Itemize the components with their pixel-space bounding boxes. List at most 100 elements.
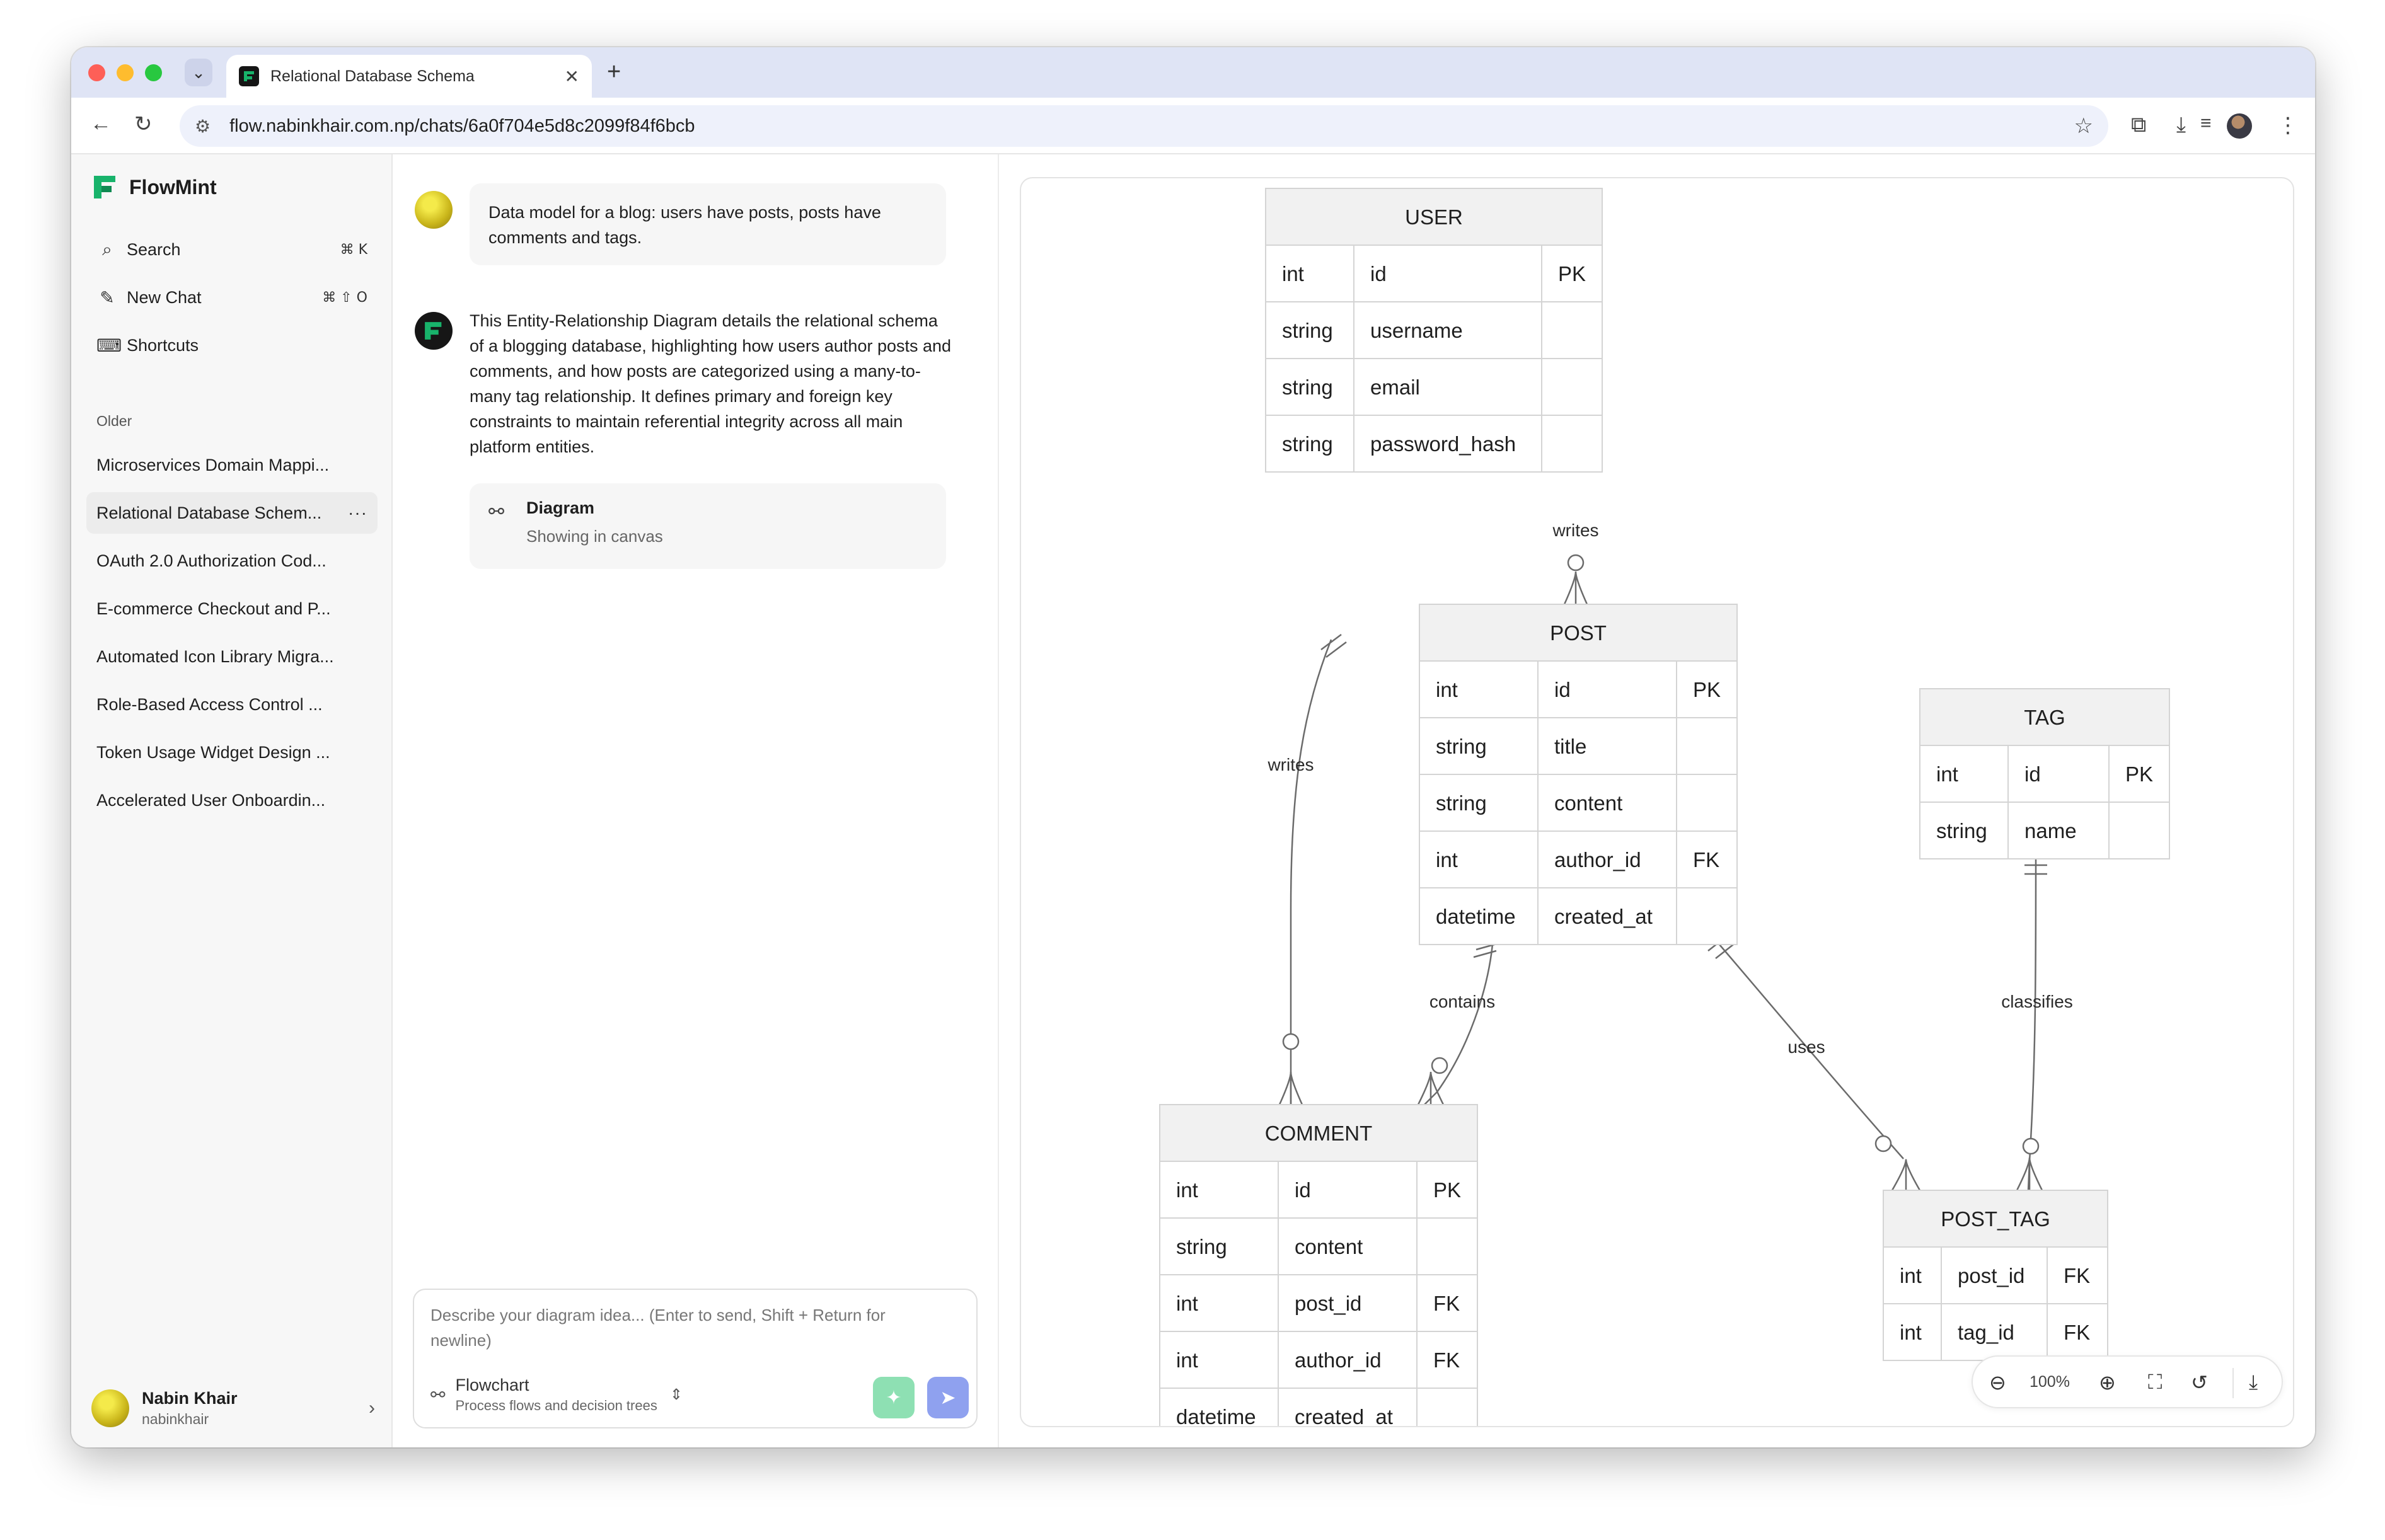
er-diagram: writeswritescontainsusesclassifiesUSERin… (1159, 188, 2170, 1427)
crow-foot (1278, 1071, 1303, 1105)
attribute-type: string (1436, 791, 1487, 815)
diagram-icon: ⚯ (488, 502, 505, 522)
bookmark-star-icon[interactable]: ☆ (2074, 114, 2093, 138)
relationship-label: writes (1552, 520, 1598, 540)
history-item[interactable]: Automated Icon Library Migra... (86, 636, 378, 677)
relationship-line (2027, 858, 2037, 1191)
chevron-down-icon: ⌄ (192, 62, 205, 82)
tab-strip: ⌄ Relational Database Schema ✕ + (71, 47, 2315, 98)
artifact-title: Diagram (526, 498, 595, 517)
attribute-type: int (1176, 1348, 1198, 1372)
relationship-label: writes (1267, 755, 1314, 774)
attribute-name: content (1554, 791, 1622, 815)
entity-header (1159, 1104, 1478, 1162)
tab-search-button[interactable]: ⌄ (185, 59, 212, 86)
profile-avatar[interactable] (2227, 113, 2252, 139)
history-item[interactable]: OAuth 2.0 Authorization Cod... (86, 540, 378, 582)
cardinality-circle (1431, 1057, 1448, 1074)
send-button[interactable]: ➤ (927, 1377, 969, 1418)
diagram-artifact-card[interactable]: ⚯ Diagram Showing in canvas (470, 483, 946, 569)
new-tab-button[interactable]: + (607, 59, 621, 85)
attribute-type: int (1176, 1178, 1198, 1202)
chat-panel: Data model for a blog: users have posts,… (394, 154, 999, 1447)
fit-view-icon[interactable]: ⛶ (2148, 1370, 2163, 1393)
more-options-icon[interactable]: ··· (348, 503, 367, 522)
attribute-name: id (1554, 678, 1571, 701)
entity-header (1419, 604, 1738, 662)
back-arrow-icon[interactable]: ← (90, 112, 112, 135)
diagram-type-selector[interactable]: ⚯ Flowchart Process flows and decision t… (430, 1376, 683, 1414)
history-item-label: Accelerated User Onboardin... (96, 790, 326, 810)
history-item[interactable]: Accelerated User Onboardin... (86, 779, 378, 821)
attribute-type: int (1436, 848, 1458, 871)
user-handle: nabinkhair (142, 1411, 209, 1427)
media-controls-icon[interactable]: ≡ (2200, 113, 2212, 134)
attribute-key: FK (1433, 1348, 1460, 1372)
zoom-in-icon[interactable]: ⊕ (2099, 1371, 2116, 1394)
sidebar-item-new-chat[interactable]: ✎ New Chat ⌘ ⇧ O (86, 278, 378, 317)
attribute-name: content (1295, 1235, 1363, 1258)
cardinality-tick (1715, 944, 1734, 959)
attribute-name: username (1370, 319, 1463, 342)
history-item-active[interactable]: Relational Database Schem... ··· (86, 492, 378, 534)
history-item[interactable]: Microservices Domain Mappi... (86, 444, 378, 486)
message-composer: Describe your diagram idea... (Enter to … (413, 1289, 978, 1428)
relationship-line (1719, 944, 1904, 1159)
history-item[interactable]: Token Usage Widget Design ... (86, 732, 378, 773)
sparkle-icon: ✦ (886, 1387, 902, 1408)
user-profile-button[interactable]: Nabin Khair nabinkhair › (91, 1383, 375, 1434)
reset-icon[interactable]: ↺ (2191, 1371, 2208, 1394)
relationship-label: contains (1429, 992, 1495, 1011)
history-item[interactable]: Role-Based Access Control ... (86, 684, 378, 725)
enhance-prompt-button[interactable]: ✦ (873, 1377, 915, 1418)
attribute-key: FK (1693, 848, 1719, 871)
prompt-input[interactable]: Describe your diagram idea... (Enter to … (430, 1306, 886, 1350)
download-icon[interactable]: ⤓ (2176, 113, 2186, 137)
history-item-label: OAuth 2.0 Authorization Cod... (96, 551, 326, 570)
sidebar-item-search[interactable]: ⌕ Search ⌘ K (86, 230, 378, 269)
close-window-button[interactable] (88, 64, 105, 81)
zoom-out-icon[interactable]: ⊖ (1989, 1371, 2006, 1394)
kebab-menu-icon[interactable]: ⋮ (2277, 113, 2299, 137)
address-bar[interactable]: ⚙ flow.nabinkhair.com.np/chats/6a0f704e5… (180, 105, 2108, 147)
url-text: flow.nabinkhair.com.np/chats/6a0f704e5d8… (229, 115, 695, 136)
brand-name: FlowMint (129, 175, 217, 198)
site-settings-icon[interactable]: ⚙ (195, 116, 211, 136)
entity-header (1919, 688, 2170, 746)
cardinality-circle (1282, 1033, 1300, 1050)
attribute-name: author_id (1554, 848, 1641, 871)
minimize-window-button[interactable] (117, 64, 134, 81)
user-name: Nabin Khair (142, 1389, 238, 1408)
tab-close-icon[interactable]: ✕ (564, 66, 579, 86)
browser-tab-active[interactable]: Relational Database Schema ✕ (226, 55, 592, 98)
assistant-avatar (415, 312, 453, 350)
cardinality-circle (1567, 554, 1585, 572)
send-icon: ➤ (940, 1387, 956, 1408)
extensions-icon[interactable]: ⧉ (2131, 113, 2147, 137)
history-item[interactable]: E-commerce Checkout and P... (86, 588, 378, 629)
history-item-label: Relational Database Schem... (96, 503, 322, 522)
sidebar-item-shortcuts[interactable]: ⌨ Shortcuts (86, 326, 378, 365)
brand[interactable]: FlowMint (91, 173, 217, 201)
maximize-window-button[interactable] (145, 64, 162, 81)
attribute-type: int (1436, 678, 1458, 701)
attribute-name: author_id (1295, 1348, 1382, 1372)
flowmint-logo-icon (425, 322, 442, 340)
cardinality-tick (1320, 634, 1342, 650)
attribute-name: id (1370, 262, 1387, 285)
attribute-key: PK (2125, 762, 2153, 786)
attribute-type: string (1436, 735, 1487, 758)
entity-name: POST (1550, 621, 1607, 645)
reload-icon[interactable]: ↻ (134, 112, 153, 136)
attribute-key: FK (2064, 1321, 2090, 1344)
download-icon[interactable]: ⤓ (2249, 1370, 2258, 1393)
attribute-key: PK (1558, 262, 1586, 285)
edit-icon: ✎ (100, 287, 115, 307)
attribute-type: int (1176, 1292, 1198, 1315)
